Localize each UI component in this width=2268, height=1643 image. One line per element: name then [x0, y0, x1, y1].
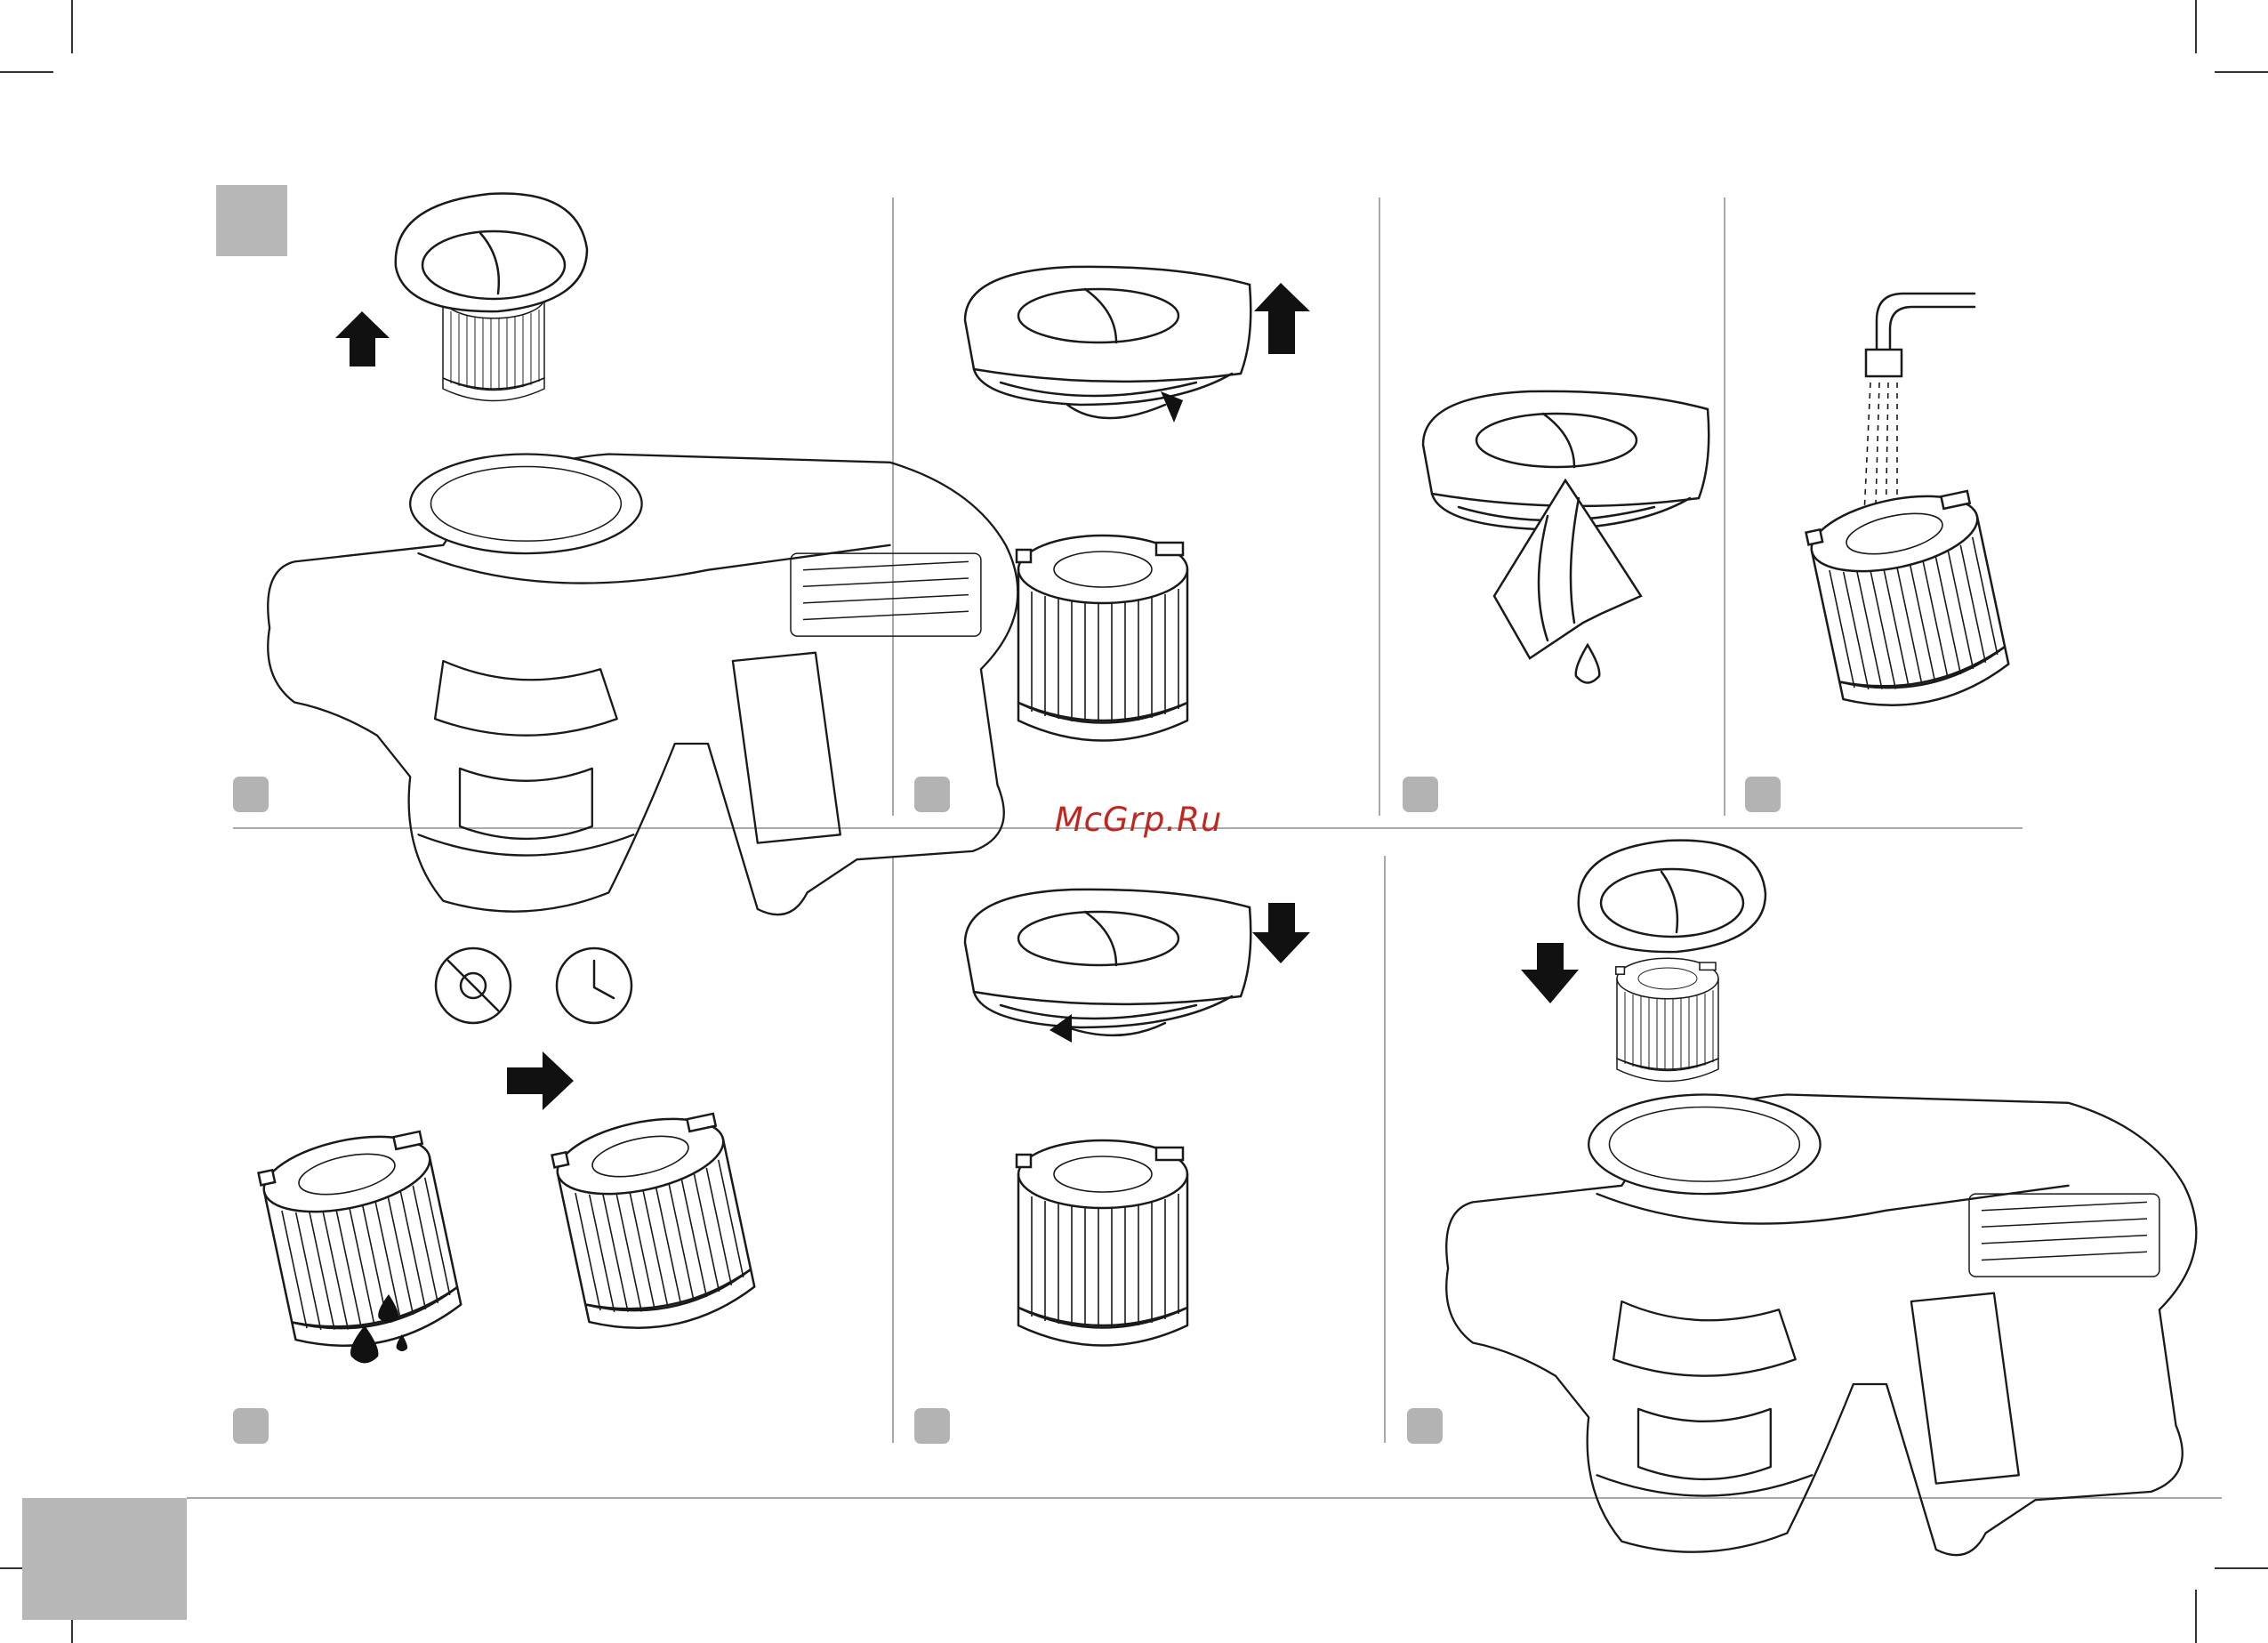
- step3-art: [1423, 391, 1709, 683]
- step4-art: [1803, 294, 2013, 719]
- arrow-down-icon: [1521, 943, 1579, 1003]
- arrow-up-icon: [335, 311, 390, 366]
- twist-arrow-icon: [1067, 405, 1165, 418]
- water-drops-icon: [350, 1294, 407, 1364]
- twist-arrow-icon: [1067, 1023, 1165, 1035]
- step7-art: [1446, 841, 2196, 1556]
- cloth-icon: [1494, 480, 1641, 658]
- arrow-right-icon: [507, 1051, 574, 1110]
- water-drop-icon: [1576, 645, 1599, 683]
- step5-art: [255, 948, 759, 1364]
- step6-art: [965, 890, 1310, 1346]
- arrow-up-icon: [1254, 283, 1310, 354]
- arrow-down-icon: [1252, 903, 1310, 963]
- step2-art: [965, 267, 1310, 741]
- step1-art: [268, 194, 1017, 915]
- clock-icon: [557, 948, 631, 1023]
- no-sun-icon: [436, 948, 511, 1023]
- watermark: McGrp.Ru: [1050, 801, 1227, 839]
